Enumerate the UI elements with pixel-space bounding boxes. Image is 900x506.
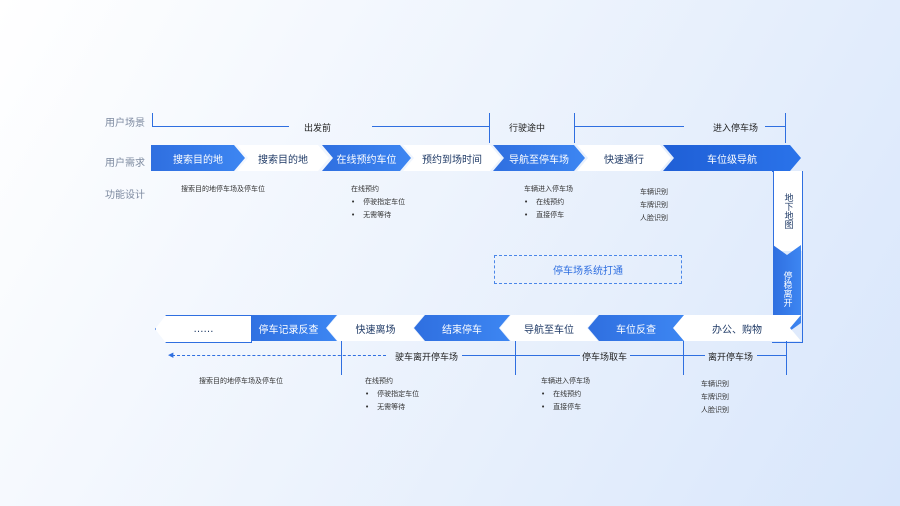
- step-underground-map: 地下地图: [773, 171, 802, 251]
- row-label-need: 用户需求: [105, 158, 145, 169]
- step-parking-record-lookup: 停车记录反查: [240, 315, 337, 341]
- note-reserve: 在线预约 停驶指定车位 无需等待: [351, 183, 405, 222]
- step-navigate-to-parking: 导航至停车场: [493, 145, 585, 171]
- arrow-left-icon: ◀: [168, 351, 174, 359]
- phase-line: [765, 126, 785, 127]
- phase-driving: 行驶途中: [509, 124, 546, 134]
- phase-tick: [574, 113, 575, 143]
- phase-tick: [785, 113, 786, 143]
- phase-tick: [683, 341, 684, 375]
- row-label-design: 功能设计: [105, 190, 145, 201]
- phase-drive-out: 驶车离开停车场: [395, 353, 459, 363]
- step-fast-pass: 快速通行: [577, 145, 671, 171]
- phase-line: [683, 355, 705, 356]
- phase-line: [757, 355, 786, 356]
- phase-pick-up-car: 停车场取车: [582, 353, 628, 363]
- phase-tick: [489, 113, 490, 143]
- phase-line: [462, 355, 515, 356]
- step-reverse-spot-lookup: 车位反查: [588, 315, 684, 341]
- note-search-parking: 搜索目的地停车场及停车位: [181, 185, 265, 193]
- note-reserve-bottom: 在线预约 停驶指定车位 无需等待: [365, 375, 419, 414]
- step-office-shopping: 办公、购物: [673, 315, 801, 341]
- step-end-parking: 结束停车: [414, 315, 510, 341]
- step-search-destination-1: 搜索目的地: [151, 145, 245, 171]
- note-enter-parking: 车辆进入停车场 在线预约 直接停车: [524, 183, 573, 222]
- phase-leave-parking: 离开停车场: [708, 353, 754, 363]
- phase-tick: [341, 341, 342, 375]
- phase-tick: [786, 341, 787, 375]
- step-reserve-spot: 在线预约车位: [322, 145, 411, 171]
- step-reserve-arrival-time: 预约到场时间: [403, 145, 501, 171]
- phase-before-departure: 出发前: [304, 124, 332, 134]
- phase-dashed-line: [172, 355, 386, 356]
- note-recognition-bottom: 车辆识别 车牌识别 人脸识别: [701, 380, 729, 414]
- phase-line: [574, 126, 684, 127]
- step-more: ……: [155, 315, 252, 343]
- phase-line: [152, 126, 289, 127]
- note-search-parking-bottom: 搜索目的地停车场及停车位: [199, 377, 283, 385]
- phase-line: [630, 355, 683, 356]
- phase-enter-parking: 进入停车场: [713, 124, 759, 134]
- step-spot-level-navigation: 车位级导航: [663, 145, 801, 171]
- step-fast-exit: 快速离场: [327, 315, 424, 341]
- system-integration-box: 停车场系统打通: [494, 255, 682, 284]
- note-recognition: 车辆识别 车牌识别 人脸识别: [640, 188, 668, 222]
- phase-line: [372, 126, 489, 127]
- phase-line: [515, 355, 580, 356]
- row-label-scene: 用户场景: [105, 118, 145, 129]
- step-search-destination-2: 搜索目的地: [237, 145, 329, 171]
- phase-tick: [152, 113, 153, 127]
- phase-tick: [515, 341, 516, 375]
- note-enter-parking-bottom: 车辆进入停车场 在线预约 直接停车: [541, 375, 590, 414]
- step-navigate-to-spot: 导航至车位: [500, 315, 598, 341]
